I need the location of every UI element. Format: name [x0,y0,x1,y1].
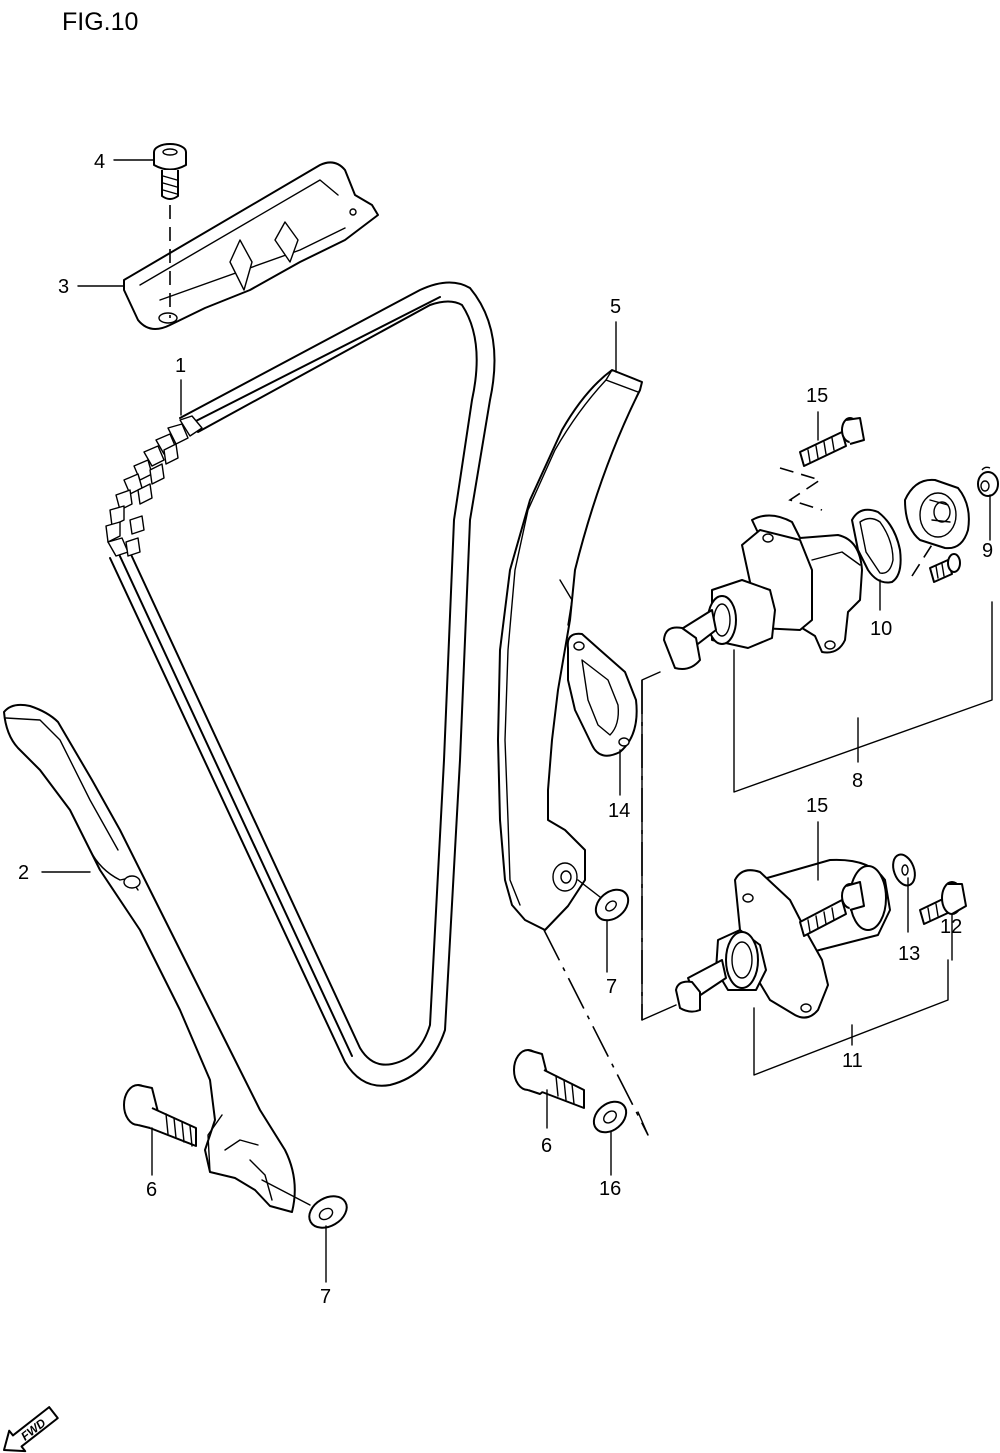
bolt-12 [919,881,967,925]
guide-bolt-6-left [123,1084,197,1147]
callout-13: 13 [898,943,920,965]
callout-7-left: 7 [320,1286,331,1308]
washer-16 [592,1100,628,1134]
callout-6-left: 6 [146,1179,157,1201]
cap-9 [904,478,970,550]
bolt-15-upper [779,417,865,511]
cam-chain [105,281,496,1087]
forward-arrow-icon: FWD [3,1406,59,1453]
gasket-10 [851,508,902,584]
guide-alignment-line [543,929,649,1136]
guide-bolt-6-right [513,1049,585,1109]
callout-7-right: 7 [606,976,617,998]
bolt-9 [977,466,999,497]
callout-1: 1 [175,355,186,377]
chain-guide-top [123,161,379,330]
washer-7-right [577,879,630,922]
callout-11: 11 [842,1050,863,1072]
callout-15-upper: 15 [806,385,828,407]
callout-16: 16 [599,1178,621,1200]
chain-guide-right [497,369,643,931]
callout-9: 9 [982,540,993,562]
callout-12: 12 [940,916,962,938]
tensioner-adjuster-8 [663,514,863,670]
chain-guide-left [3,703,296,1213]
callout-3: 3 [58,276,69,298]
washer-7-left [261,1179,348,1229]
gasket-14 [566,632,638,757]
callout-10: 10 [870,618,892,640]
screw-upper [929,553,961,583]
callout-6-right: 6 [541,1135,552,1157]
callout-5: 5 [610,296,621,318]
callout-8: 8 [852,770,863,792]
bolt-15-lower [799,881,865,937]
figure-title: FIG.10 [62,8,138,36]
callout-labels: 1 2 3 4 5 6 6 7 7 8 9 10 11 12 13 14 15 … [18,151,993,1308]
leader-lines [41,159,993,1283]
cap-dash-line [911,539,936,577]
callout-15-lower: 15 [806,795,828,817]
bolt-4 [153,143,187,318]
callout-4: 4 [94,151,105,173]
guide-alignment-tick [637,1111,649,1136]
callout-2: 2 [18,862,29,884]
callout-14: 14 [608,800,630,822]
washer-13 [892,853,916,887]
